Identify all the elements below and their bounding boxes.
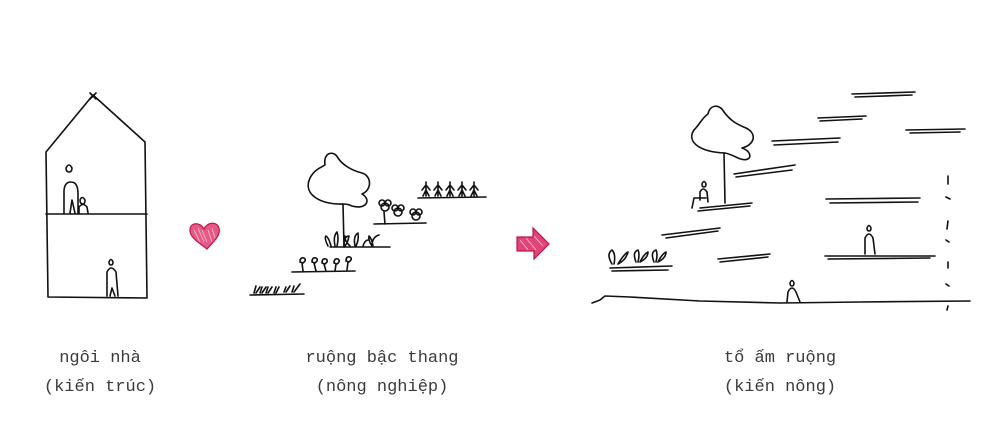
caption-title: tổ ấm ruộng: [723, 349, 837, 368]
caption-house: ngôi nhà (kiến trúc): [20, 344, 180, 402]
field-nest-sketch: [592, 92, 970, 310]
height-marker: [946, 176, 950, 310]
house-outline: [46, 95, 147, 298]
caption-field-nest: tổ ấm ruộng (kiến nông): [690, 344, 870, 402]
figure-child-upper: [79, 198, 88, 214]
figure-lower: [107, 260, 118, 297]
figure-standing-upper: [865, 226, 875, 255]
caption-terraced-field: ruộng bậc thang (nông nghiệp): [272, 344, 492, 402]
figure-ground: [787, 281, 800, 303]
caption-title: ngôi nhà: [59, 349, 141, 368]
terraced-field-sketch: [250, 153, 486, 295]
caption-subtitle: (kiến nông): [723, 378, 837, 397]
ground-line: [592, 296, 970, 303]
house-sketch: [46, 93, 147, 298]
tree-terrace: [308, 153, 369, 247]
figure-seated: [692, 182, 708, 209]
heart-icon: [190, 223, 219, 249]
arrow-right-icon: [517, 228, 549, 259]
figure-adult-upper: [64, 165, 78, 213]
caption-subtitle: (kiến trúc): [43, 378, 157, 397]
caption-title: ruộng bậc thang: [305, 349, 459, 368]
tree-nest: [692, 106, 753, 203]
caption-subtitle: (nông nghiệp): [315, 378, 449, 397]
